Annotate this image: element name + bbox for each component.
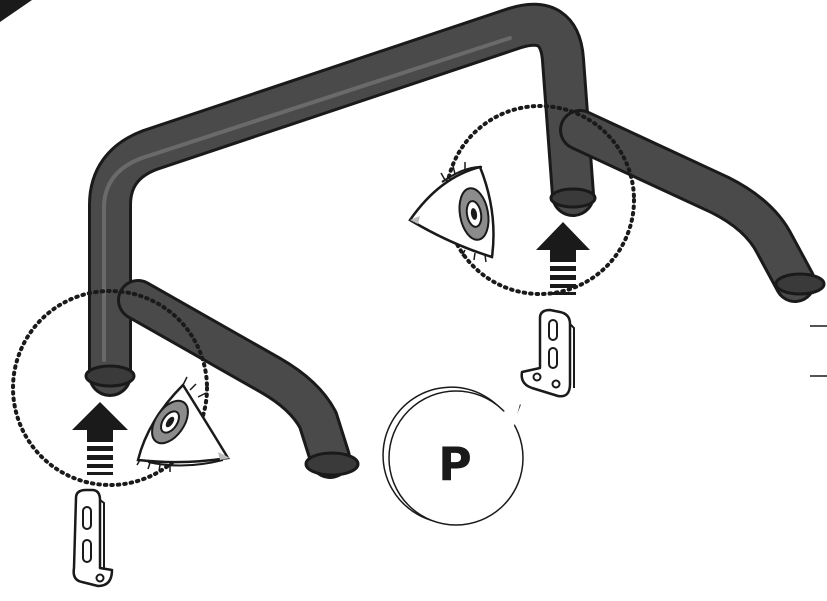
left-front-foot-cap <box>86 366 134 386</box>
left-rear-foot-cap <box>306 453 358 475</box>
bracket-icon <box>74 490 112 586</box>
eye-icon <box>410 162 494 262</box>
right-rear-foot-cap <box>776 274 824 294</box>
up-arrow-icon <box>72 402 128 475</box>
corner-marker <box>0 0 32 22</box>
part-label: P <box>438 437 472 491</box>
eye-icon <box>137 377 230 472</box>
bracket-icon <box>522 310 574 396</box>
right-front-foot-cap <box>551 189 595 207</box>
part-callout-bubble: P <box>383 387 523 525</box>
